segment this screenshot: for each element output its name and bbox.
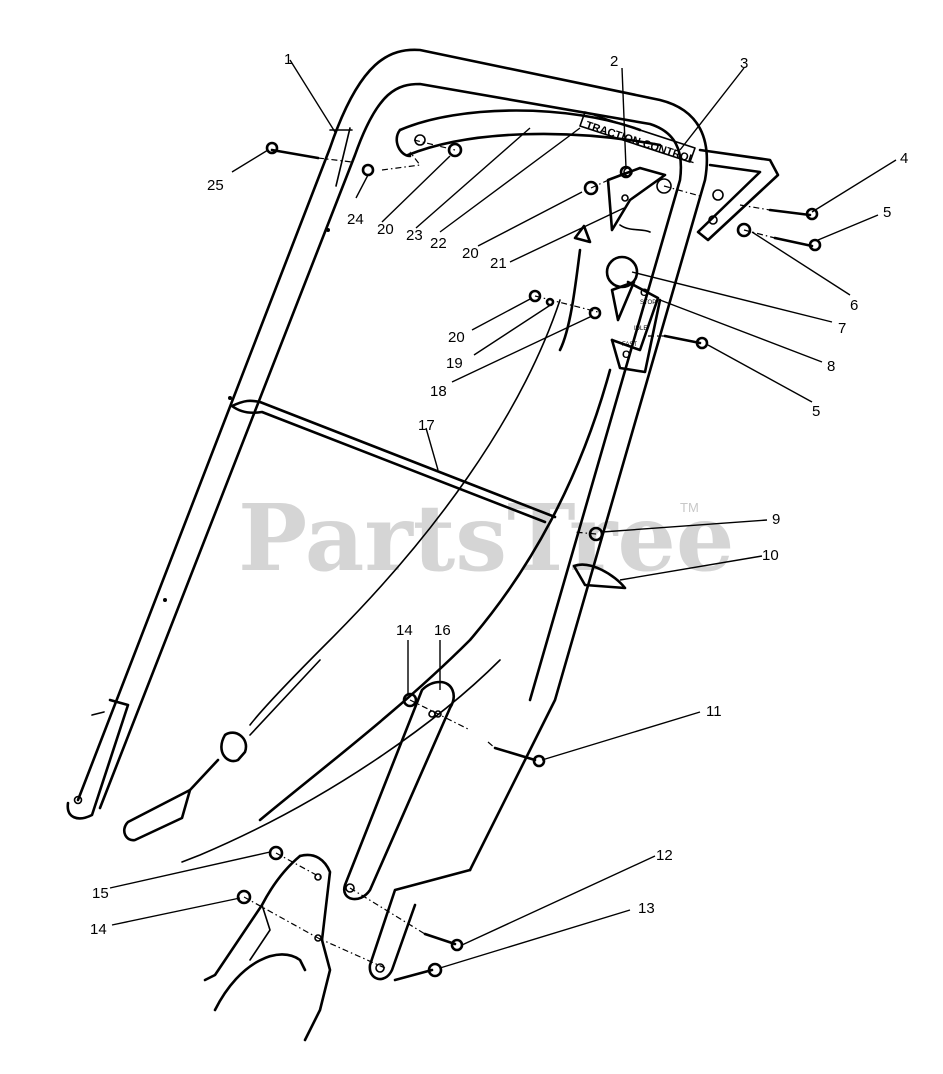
callout-labels: 1 2 3 4 5 5 6 7 8 9 10 11 12 13 14 14 15…: [90, 51, 908, 938]
callout-20a: 20: [448, 329, 465, 346]
right-bracket: [696, 148, 780, 242]
callout-5b: 5: [812, 403, 820, 420]
callout-14a: 14: [396, 622, 413, 639]
control-mark-idle: IDLE: [634, 326, 647, 332]
leader-lines: [109, 59, 897, 969]
control-mark-o: O: [622, 349, 631, 361]
callout-17: 17: [418, 417, 435, 434]
throttle-cable: [123, 299, 612, 842]
watermark-trademark: TM: [680, 500, 699, 515]
callout-20b: 20: [462, 245, 479, 262]
callout-13: 13: [638, 900, 655, 917]
callout-20c: 20: [377, 221, 394, 238]
callout-2: 2: [610, 53, 618, 70]
callout-18: 18: [430, 383, 447, 400]
control-mark-fast: FAST: [622, 342, 637, 348]
cross-rod: [230, 399, 557, 524]
callout-21: 21: [490, 255, 507, 272]
traction-cable: [181, 224, 592, 863]
lower-handle: [342, 680, 472, 981]
assembly-lines: [243, 139, 776, 969]
traction-control-decal: TRACTION CONTROL: [579, 111, 697, 166]
callout-4: 4: [900, 150, 908, 167]
callout-6: 6: [850, 297, 858, 314]
callout-7: 7: [838, 320, 846, 337]
mower-bracket: [203, 853, 332, 1042]
callout-14b: 14: [90, 921, 107, 938]
callout-19: 19: [446, 355, 463, 372]
callout-12: 12: [656, 847, 673, 864]
callout-1: 1: [284, 51, 292, 68]
callout-25: 25: [207, 177, 224, 194]
control-mark-stop: STOP: [640, 300, 656, 306]
callout-3: 3: [740, 55, 748, 72]
callout-15: 15: [92, 885, 109, 902]
callout-5a: 5: [883, 204, 891, 221]
callout-23: 23: [406, 227, 423, 244]
control-mark-c: C: [640, 287, 648, 299]
callout-8: 8: [827, 358, 835, 375]
callout-16: 16: [434, 622, 451, 639]
callout-11: 11: [706, 703, 722, 720]
lever-bracket: [606, 166, 672, 233]
callout-9: 9: [772, 511, 780, 528]
callout-10: 10: [762, 547, 779, 564]
callout-22: 22: [430, 235, 447, 252]
callout-24: 24: [347, 211, 364, 228]
